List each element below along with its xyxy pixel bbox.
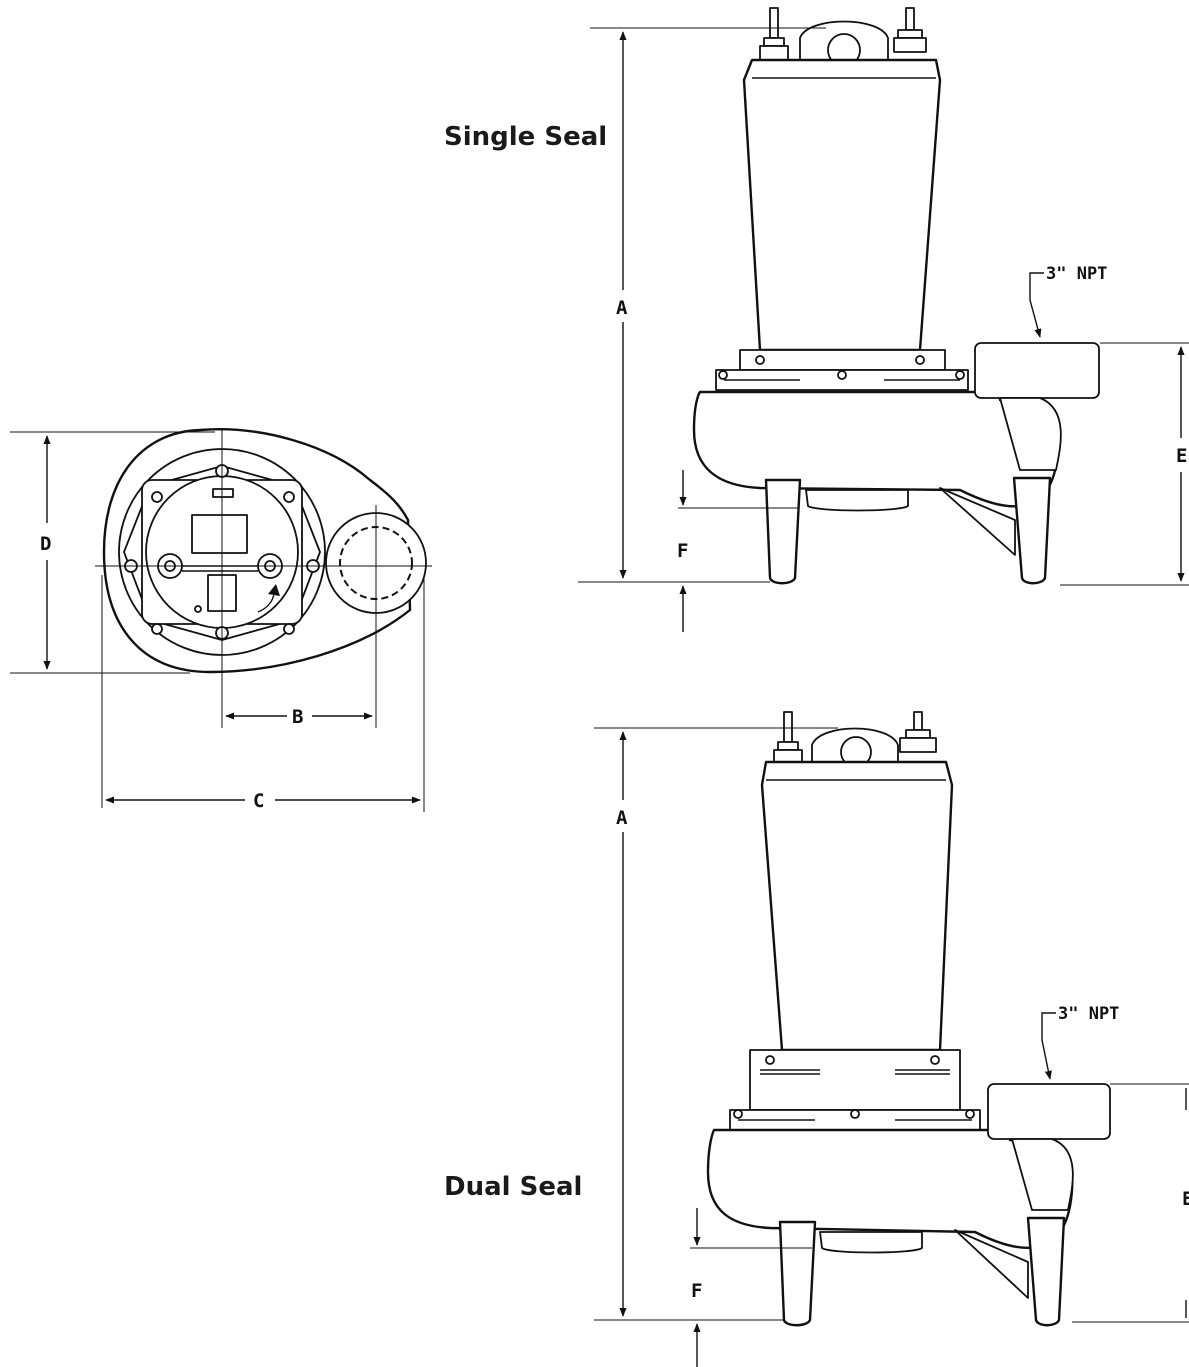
dim-label-d: D: [40, 533, 51, 555]
single-dim-label-a: A: [616, 297, 628, 319]
dimension-c: C: [101, 575, 425, 812]
dual-dim-label-a: A: [616, 807, 628, 829]
flange-bolts: [124, 464, 320, 640]
single-npt-callout: 3" NPT: [1029, 264, 1107, 338]
single-seal-title: Single Seal: [444, 122, 607, 152]
single-dimension-f: F: [677, 470, 798, 632]
dual-npt-callout: 3" NPT: [1041, 1004, 1119, 1080]
dual-dim-label-f: F: [691, 1280, 702, 1302]
top-view: [95, 428, 432, 728]
single-dim-label-f: F: [677, 540, 688, 562]
dim-label-b: B: [292, 706, 303, 728]
dual-dimension-e: E: [1072, 1083, 1189, 1323]
dual-seal-pump: [706, 711, 1111, 1327]
dual-dim-label-e: E: [1182, 1188, 1189, 1210]
single-seal-pump: [692, 7, 1100, 585]
dual-npt-label: 3" NPT: [1058, 1004, 1119, 1024]
single-dimension-e: E: [1060, 342, 1189, 586]
dual-dimension-a: A: [594, 727, 838, 1321]
dimension-b: B: [221, 640, 373, 728]
dimension-d: D: [10, 431, 215, 674]
dual-dimension-f: F: [690, 1208, 812, 1367]
single-npt-label: 3" NPT: [1046, 264, 1107, 284]
dual-seal-title: Dual Seal: [444, 1172, 582, 1202]
dim-label-c: C: [253, 790, 264, 812]
single-dim-label-e: E: [1176, 445, 1187, 467]
single-dimension-a: A: [578, 27, 826, 583]
